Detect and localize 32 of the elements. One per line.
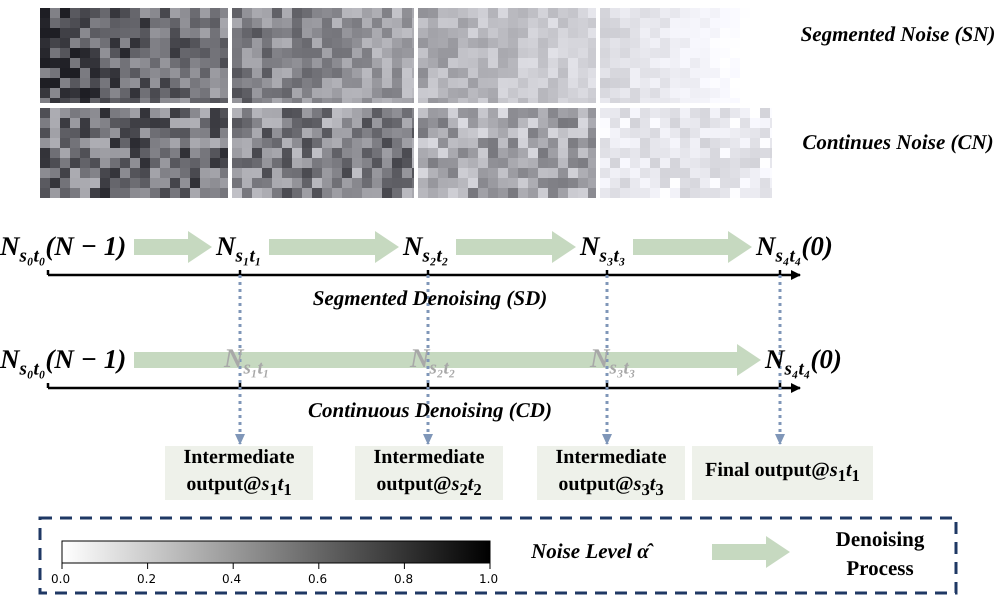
noise-caption: Continues Noise (CN) xyxy=(801,129,995,156)
legend-label: Denoising Process xyxy=(834,526,926,582)
dotted-arrow xyxy=(775,275,785,445)
process-arrow xyxy=(633,231,752,263)
process-arrow xyxy=(134,344,761,376)
node-label: N$_{s₀t₀}$(N − 1) xyxy=(0,344,126,384)
process-arrow xyxy=(134,231,212,263)
output-box: Intermediate output@s$_{2}$t$_{2}$ xyxy=(355,446,503,500)
noise-caption: Segmented Noise (SN) xyxy=(800,21,996,48)
dotted-arrow xyxy=(423,275,433,445)
dotted-arrow xyxy=(602,275,612,445)
axis-caption: Segmented Denoising (SD) xyxy=(312,285,548,312)
tick-label: 1.0 xyxy=(479,572,498,586)
tick-label: 0.0 xyxy=(51,572,70,586)
colorbar-label: Noise Level α̂ xyxy=(500,537,680,565)
process-arrow xyxy=(269,231,399,263)
axis-caption: Continuous Denoising (CD) xyxy=(307,397,553,424)
process-arrow xyxy=(456,231,576,263)
node-label: N$_{s₄t₄}$(0) xyxy=(756,231,833,272)
tick-label: 0.4 xyxy=(222,572,242,586)
node-label: N$_{s₄t₄}$(0) xyxy=(765,344,842,384)
output-box: Final output@s$_{1}$t$_{1}$ xyxy=(692,446,873,500)
tick-label: 0.6 xyxy=(308,572,328,586)
output-box: Intermediate output@s$_{3}$t$_{3}$ xyxy=(537,446,685,500)
output-box: Intermediate output@s$_{1}$t$_{1}$ xyxy=(165,446,313,500)
dotted-arrow xyxy=(235,275,245,445)
tick-label: 0.8 xyxy=(394,572,414,586)
node-label: N$_{s₁t₁}$ xyxy=(216,231,262,272)
node-label: N$_{s₃t₃}$ xyxy=(580,231,626,272)
node-label: N$_{s₀t₀}$(N − 1) xyxy=(0,231,126,272)
node-label: N$_{s₂t₂}$ xyxy=(403,231,448,272)
tick-label: 0.2 xyxy=(137,572,156,586)
